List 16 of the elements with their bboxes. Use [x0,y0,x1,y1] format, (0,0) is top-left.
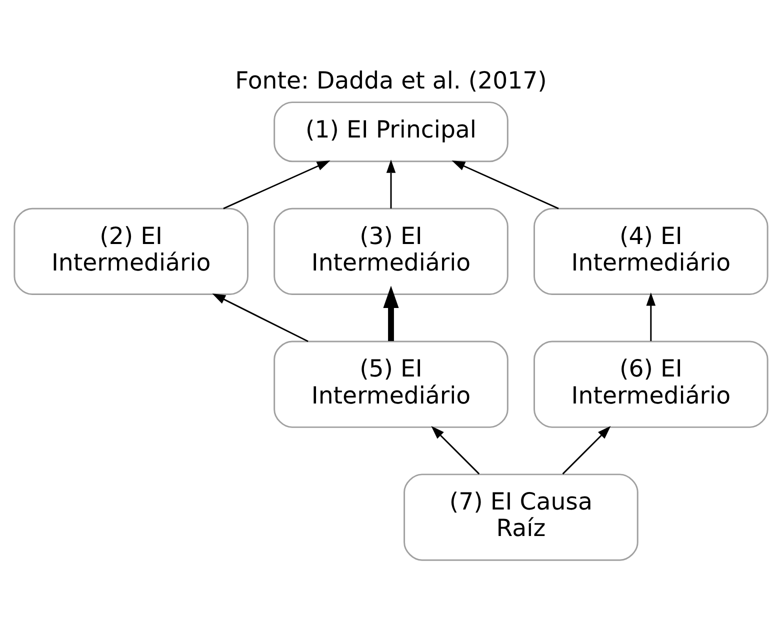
node-box: (2) EI Intermediário [14,207,248,295]
arrow [386,159,396,208]
node-box: (5) EI Intermediário [274,340,508,428]
arrow [383,285,399,341]
arrow [431,426,480,474]
diagram-title: Fonte: Dadda et al. (2017) [235,66,547,94]
arrow [646,292,656,341]
arrow [562,426,611,474]
arrow [452,160,559,209]
node-box: (6) EI Intermediário [534,340,768,428]
node-box: (7) EI Causa Raíz [404,473,638,560]
arrow [212,292,308,342]
node-box: (4) EI Intermediário [534,207,768,295]
node-box: (1) EI Principal [274,101,508,162]
node-box: (3) EI Intermediário [274,207,508,295]
arrow [223,160,330,209]
